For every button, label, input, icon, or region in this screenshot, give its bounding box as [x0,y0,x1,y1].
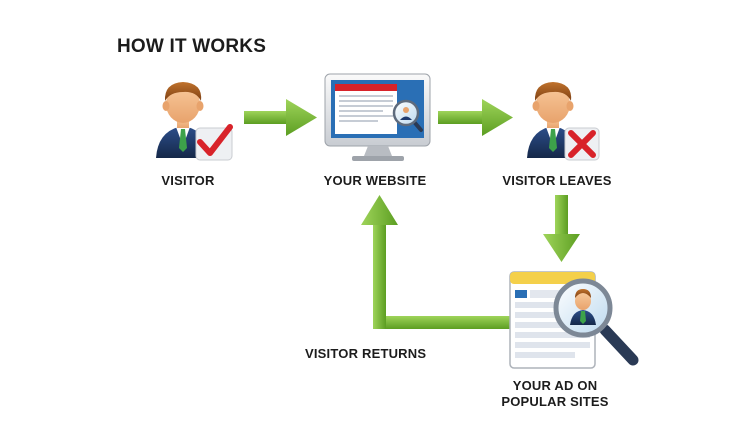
page-title: HOW IT WORKS [117,36,267,57]
arrow-visitor-leaves-to-ad [543,195,580,262]
arrow-website-to-visitor-leaves [438,99,513,136]
label-visitor-returns: VISITOR RETURNS [305,346,427,361]
computer-monitor-icon [324,73,431,161]
arrow-visitor-to-website [244,99,317,136]
person-with-x-icon [527,82,600,161]
label-your-ad-on-popular-sites: YOUR AD ON POPULAR SITES [501,378,608,410]
label-visitor-leaves: VISITOR LEAVES [502,173,612,188]
browser-page-with-magnifier-icon [509,271,639,369]
person-with-checkmark-icon [156,82,233,161]
label-visitor: VISITOR [161,173,215,188]
label-ad-line-1: YOUR AD ON [512,378,598,393]
label-ad-line-2: POPULAR SITES [501,394,609,409]
arrow-ad-back-to-website [361,195,510,329]
label-your-website: YOUR WEBSITE [323,173,427,188]
